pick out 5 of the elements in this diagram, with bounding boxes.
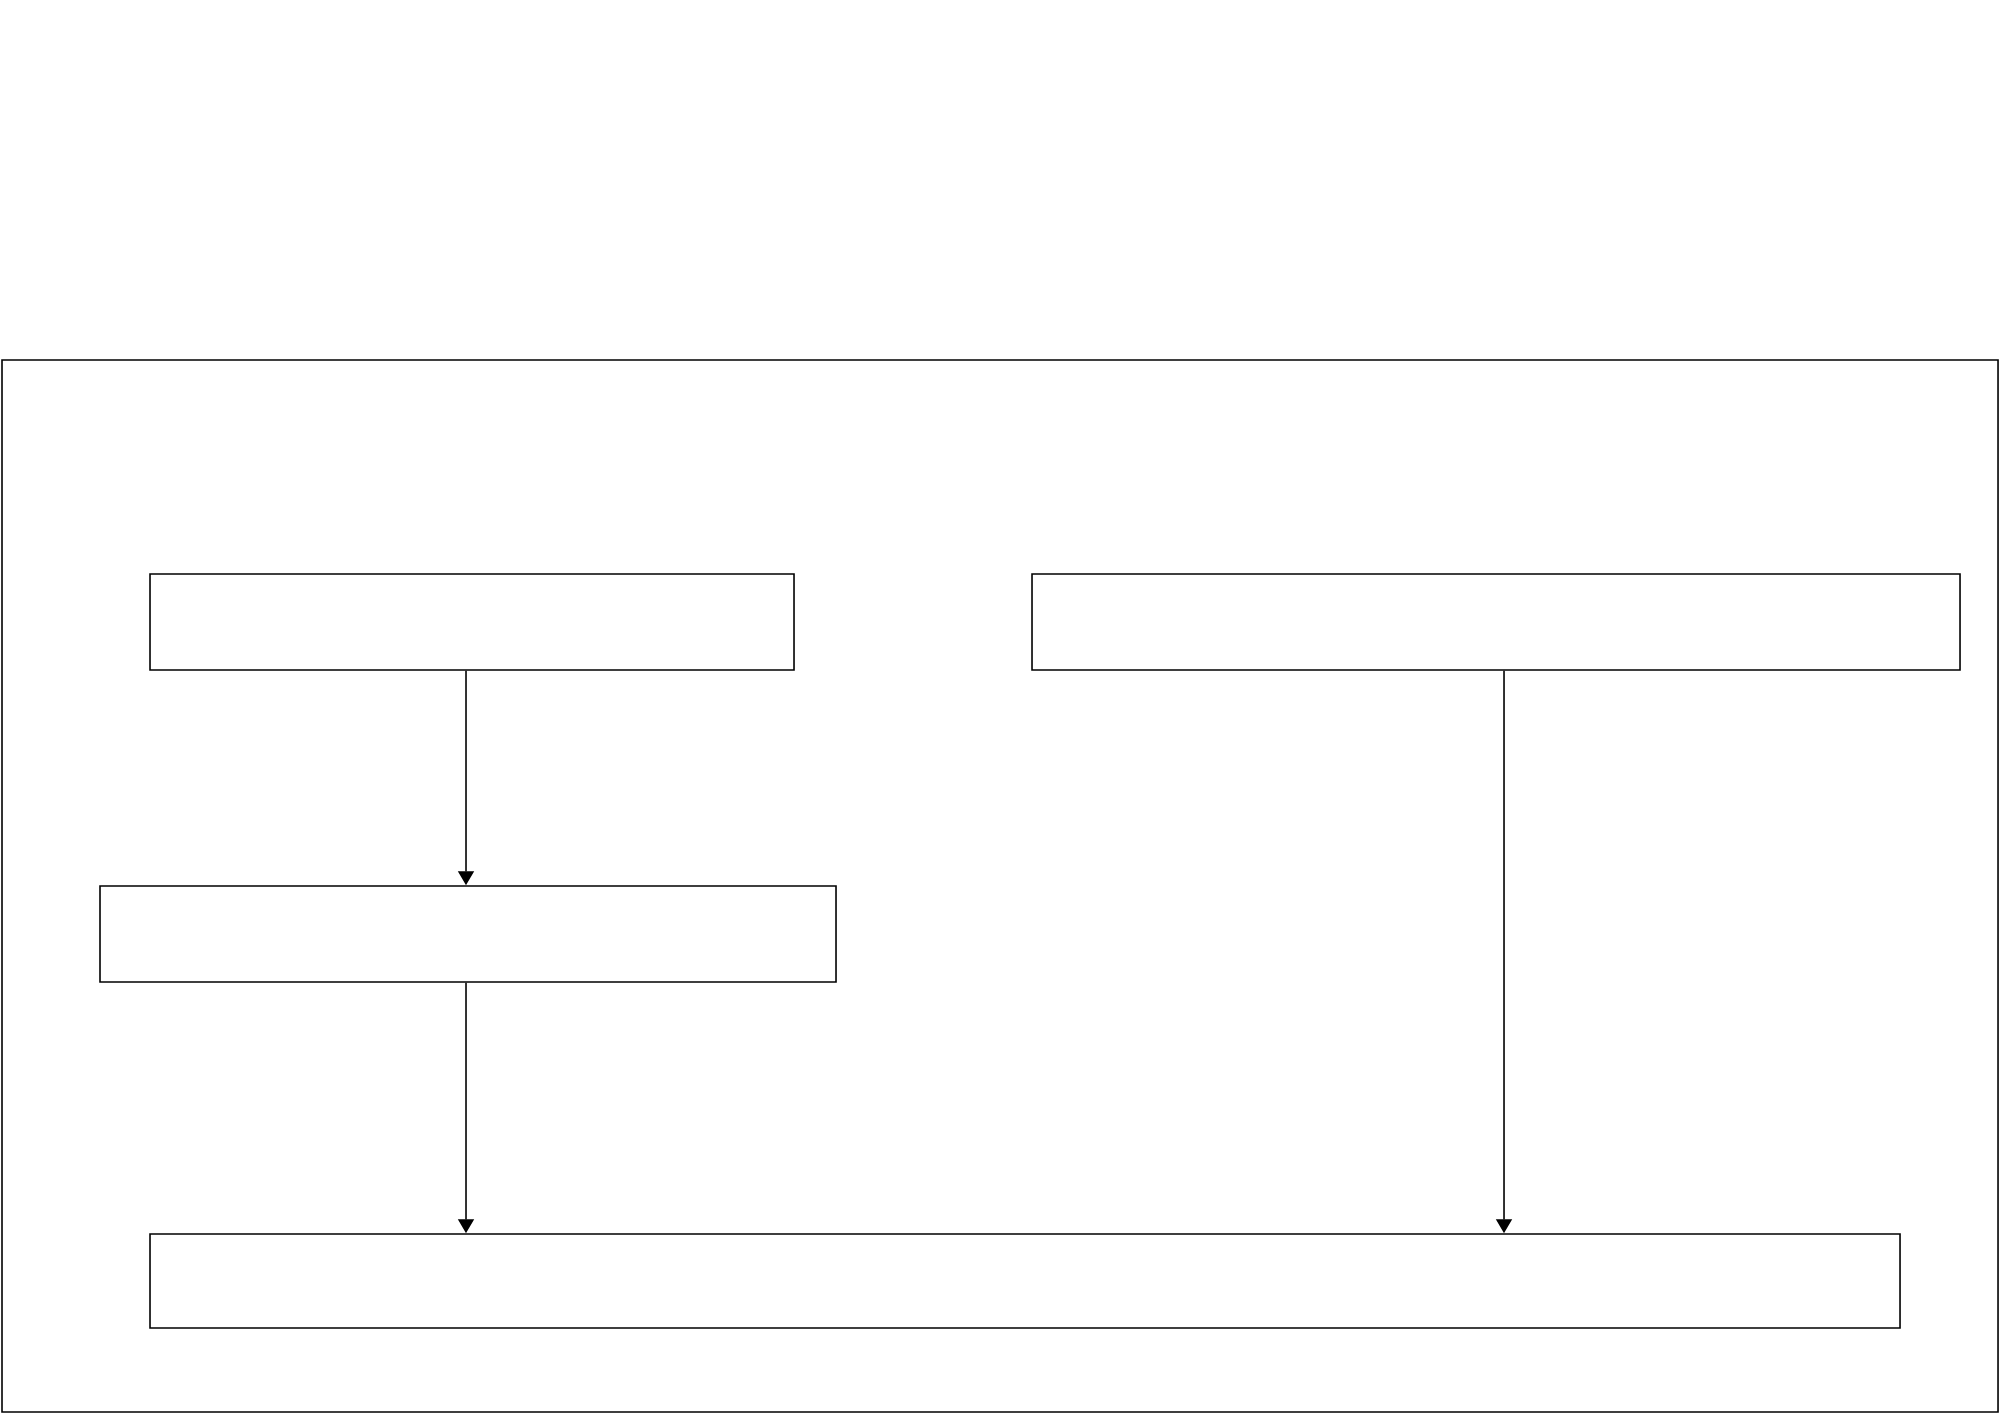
process-box <box>1031 573 1961 671</box>
process-box <box>99 885 837 983</box>
process-box <box>149 1233 1901 1329</box>
process-box <box>149 573 795 671</box>
frame <box>1 359 1999 1413</box>
